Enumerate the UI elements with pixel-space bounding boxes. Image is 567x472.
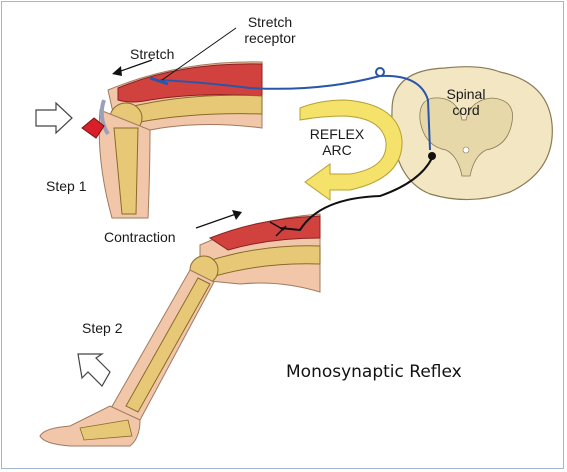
synapse: [428, 152, 436, 160]
tap-arrow-icon: [36, 103, 72, 133]
contraction-label: Contraction: [104, 229, 176, 245]
spinal-cord-label: Spinal cord: [436, 86, 496, 118]
dorsal-root-ganglion: [376, 68, 384, 76]
stretch-label: Stretch: [130, 46, 174, 62]
diagram-title: Monosynaptic Reflex: [286, 362, 462, 382]
step2-label: Step 2: [82, 320, 122, 336]
upper-knee-illustration: [36, 60, 262, 218]
reflex-arc-label: REFLEX ARC: [302, 126, 372, 158]
stretch-receptor-label: Stretch receptor: [230, 14, 310, 46]
step1-label: Step 1: [46, 178, 86, 194]
kick-arrow-icon: [78, 354, 110, 386]
